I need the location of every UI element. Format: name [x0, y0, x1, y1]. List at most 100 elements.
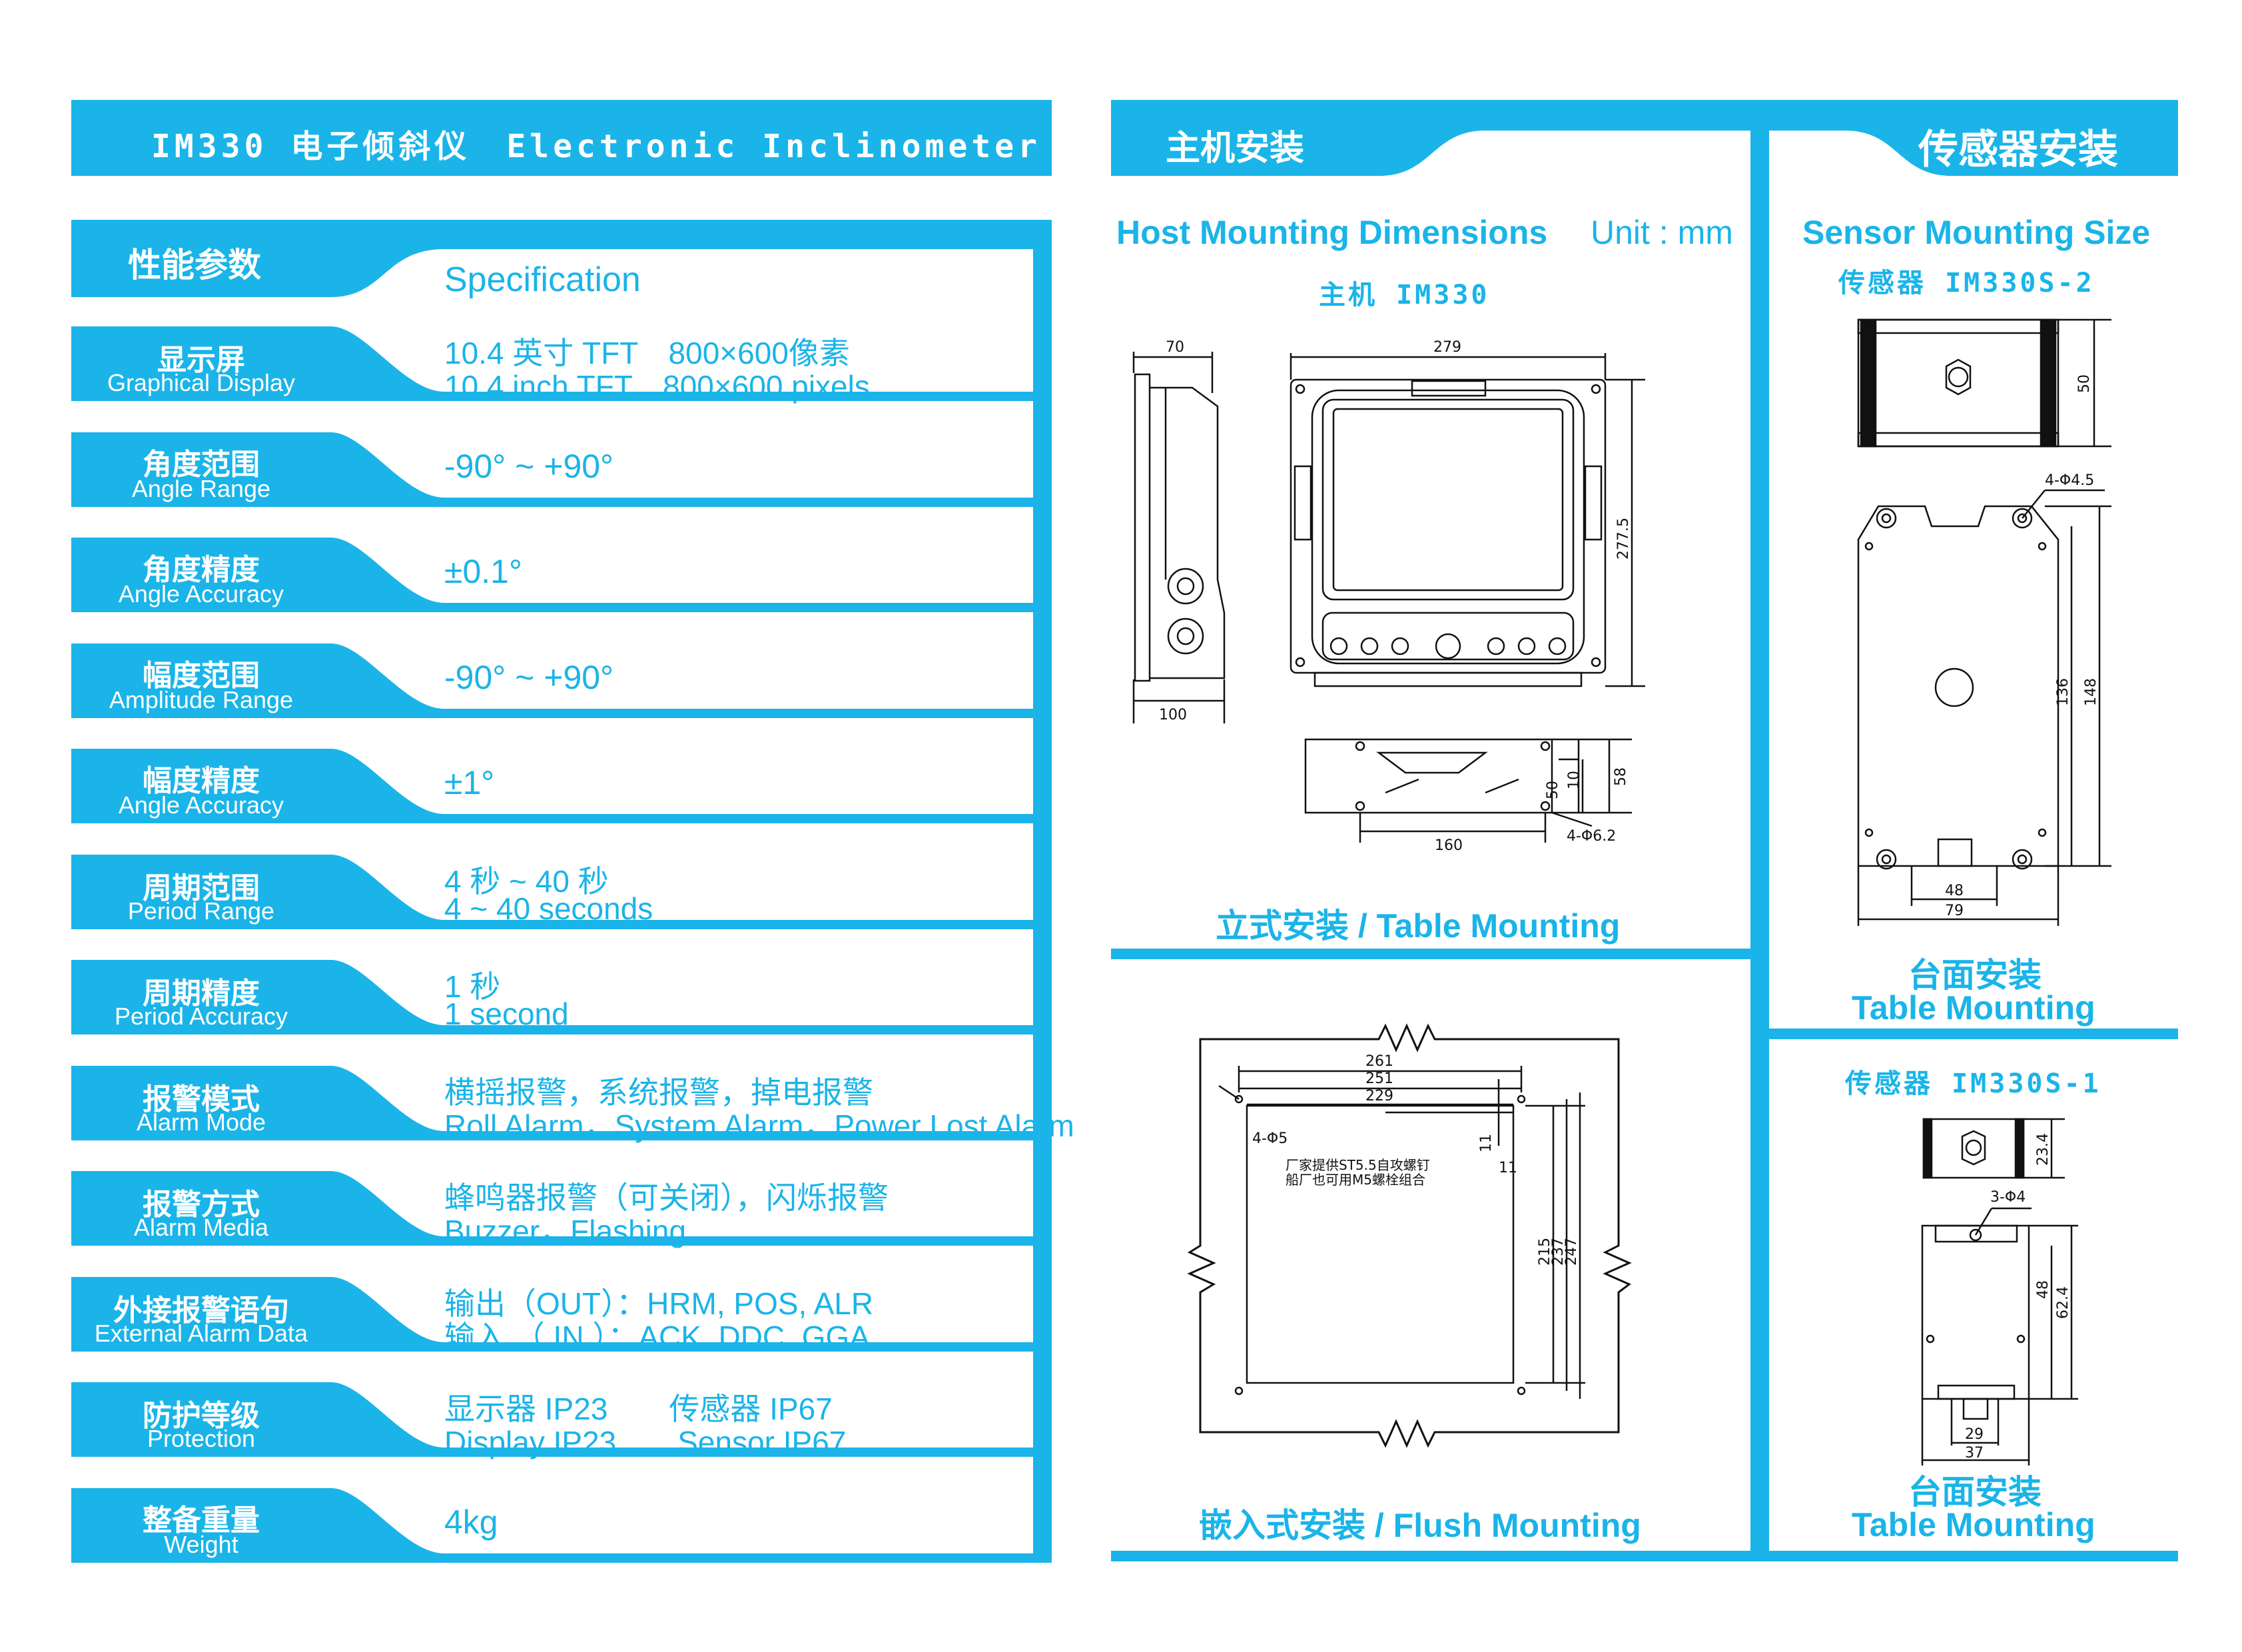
dim-flush-h2: 237: [1550, 1238, 1567, 1266]
spec-row: 周期精度 Period Accuracy 1 秒 1 second: [71, 960, 1052, 1034]
header-bar: IM330 电子倾斜仪 Electronic Inclinometer: [71, 100, 1052, 176]
dim-s1-holes: 3-Φ4: [1990, 1189, 2026, 1206]
sensor-caption-cn: 台面安装: [1908, 957, 2042, 994]
dim-s2-w2: 79: [1945, 903, 1964, 919]
spec-value-line-2: 4 ~ 40 seconds: [444, 891, 653, 926]
spec-value-line-2: Buzzer，Flashing: [444, 1214, 687, 1248]
dim-s2-w1: 48: [1945, 883, 1964, 899]
spec-row: 显示屏 Graphical Display 10.4 英寸 TFT 800×60…: [71, 326, 1052, 404]
dim-s1-h2: 62.4: [2055, 1286, 2071, 1319]
spec-value-line-1: 蜂鸣器报警（可关闭），闪烁报警: [444, 1180, 889, 1215]
dim-bracket-h3: 58: [1613, 767, 1629, 786]
dim-bracket-h2: 10: [1566, 771, 1583, 789]
spec-row: 幅度范围 Amplitude Range -90° ~ +90°: [71, 643, 1052, 718]
spec-row: 幅度精度 Angle Accuracy ±1°: [71, 749, 1052, 823]
sensor-s1-base-view: 3-Φ4 48 62.4 29 37: [1921, 1189, 2078, 1465]
dim-flush-holes: 4-Φ5: [1252, 1130, 1288, 1147]
spec-value-line-1: 4kg: [444, 1503, 498, 1541]
dim-s2-h1: 136: [2055, 678, 2071, 706]
spec-label-en: External Alarm Data: [94, 1319, 308, 1347]
dim-s1-w2: 37: [1965, 1445, 1984, 1461]
host-bracket-view: 160 50 10 58 4-Φ6.2: [1304, 738, 1632, 854]
spec-label-en: Protection: [147, 1425, 256, 1452]
spec-value-line-1: -90° ~ +90°: [444, 658, 614, 696]
dim-front-width: 279: [1433, 339, 1461, 356]
spec-label-en: Angle Range: [131, 474, 271, 502]
dim-s1-w1: 29: [1965, 1426, 1984, 1443]
spec-row: 角度精度 Angle Accuracy ±0.1°: [71, 538, 1052, 612]
flush-note-2: 船厂也可用M5螺栓组合: [1286, 1172, 1425, 1188]
spec-label-en: Period Accuracy: [114, 1003, 288, 1030]
spec-value-line-1: 输出（OUT）：HRM, POS, ALR: [444, 1286, 874, 1321]
dim-bracket-width: 160: [1435, 837, 1463, 854]
dim-flush-w3: 229: [1365, 1088, 1393, 1104]
host-unit: Unit : mm: [1591, 214, 1733, 251]
spec-label-cn: 周期范围: [143, 871, 260, 905]
spec-value-line-1: 10.4 英寸 TFT 800×600像素: [444, 336, 850, 370]
spec-value-line-1: 横摇报警，系统报警，掉电报警: [444, 1074, 873, 1110]
spec-label-cn: 角度精度: [143, 554, 260, 586]
dim-flush-m2: 11: [1499, 1160, 1517, 1176]
dim-flush-h1: 215: [1537, 1238, 1553, 1266]
spec-section-title-en: Specification: [444, 260, 641, 299]
flush-mount-view: 261 251 229 215 237 247 11 11 4-Φ5 厂家提供S…: [1187, 1023, 1632, 1448]
spec-value-line-1: 1 秒: [444, 969, 501, 1004]
sensor-s2-base-view: 4-Φ4.5 136 148 48 79: [1857, 472, 2111, 926]
dim-flush-w2: 251: [1365, 1070, 1393, 1087]
spec-value-line-1: 显示器 IP23 传感器 IP67: [444, 1392, 833, 1426]
spec-label-cn: 周期精度: [143, 977, 260, 1010]
table-mounting-caption: 立式安装 / Table Mounting: [1216, 907, 1621, 945]
flush-note-1: 厂家提供ST5.5自攻螺钉: [1286, 1157, 1430, 1173]
spec-row-tab: [71, 1171, 1052, 1246]
dim-s1-h: 23.4: [2035, 1133, 2052, 1166]
spec-row: 报警模式 Alarm Mode 横摇报警，系统报警，掉电报警 Roll Alar…: [71, 1065, 1074, 1143]
spec-row-tab: [71, 1487, 1052, 1563]
spec-label-en: Amplitude Range: [109, 685, 294, 713]
spec-row-tab: [71, 538, 1052, 612]
dim-flush-m1: 11: [1478, 1134, 1495, 1152]
sensor-model-2: 传感器 IM330S-2: [1838, 268, 2095, 298]
dim-flush-h3: 247: [1563, 1238, 1580, 1266]
header-title: IM330 电子倾斜仪 Electronic Inclinometer: [151, 128, 1042, 165]
sensor-caption-en: Table Mounting: [1852, 989, 2095, 1027]
spec-label-en: Angle Accuracy: [118, 580, 284, 608]
spec-row: 防护等级 Protection 显示器 IP23 传感器 IP67 Displa…: [71, 1382, 1052, 1459]
spec-section-title-cn: 性能参数: [128, 246, 261, 284]
spec-row: 周期范围 Period Range 4 秒 ~ 40 秒 4 ~ 40 seco…: [71, 854, 1052, 929]
sensor-caption2-cn: 台面安装: [1908, 1473, 2042, 1511]
spec-row-tab: [71, 1382, 1052, 1457]
spec-row-tab: [71, 643, 1052, 718]
dim-front-height: 277.5: [1615, 518, 1632, 560]
sensor-title: Sensor Mounting Size: [1802, 214, 2151, 251]
host-model: 主机 IM330: [1319, 280, 1490, 310]
host-side-view: 70 100: [1132, 339, 1226, 723]
spec-label-cn: 显示屏: [157, 344, 245, 376]
host-front-view: 279 277.5: [1290, 339, 1645, 687]
spec-value-line-2: Roll Alarm，System Alarm，Power Lost Alarm: [444, 1108, 1074, 1143]
sensor-s1-top-view: 23.4: [1922, 1118, 2065, 1179]
spec-row-tab: [71, 749, 1052, 823]
spec-label-cn: 幅度范围: [143, 659, 260, 692]
dim-s1-h1: 48: [2035, 1280, 2052, 1299]
spec-section-tab: [71, 220, 1052, 300]
spec-label-en: Graphical Display: [107, 369, 296, 396]
dim-side-top: 70: [1166, 339, 1184, 356]
spec-label-cn: 角度范围: [143, 448, 260, 481]
spec-label-en: Alarm Media: [133, 1214, 269, 1241]
spec-row: 报警方式 Alarm Media 蜂鸣器报警（可关闭），闪烁报警 Buzzer，…: [71, 1171, 1052, 1248]
spec-label-cn: 幅度精度: [143, 765, 260, 797]
sensor-model-1: 传感器 IM330S-1: [1845, 1068, 2101, 1099]
spec-value-line-2: 10.4 inch TFT 800×600 pixels: [444, 369, 870, 404]
spec-label-cn: 外接报警语句: [113, 1294, 289, 1327]
spec-row-tab: [71, 1065, 1052, 1140]
spec-panel-border: [1033, 220, 1052, 1561]
spec-row-tab: [71, 1276, 1052, 1352]
spec-value-line-2: Display IP23 Sensor IP67: [444, 1425, 847, 1459]
spec-label-cn: 报警模式: [143, 1082, 260, 1116]
spec-value-line-2: 1 second: [444, 997, 569, 1031]
spec-row-tab: [71, 854, 1052, 929]
spec-label-cn: 防护等级: [143, 1400, 260, 1432]
sensor-tab-title: 传感器安装: [1918, 127, 2118, 172]
spec-row: 整备重量 Weight 4kg: [71, 1487, 1052, 1563]
